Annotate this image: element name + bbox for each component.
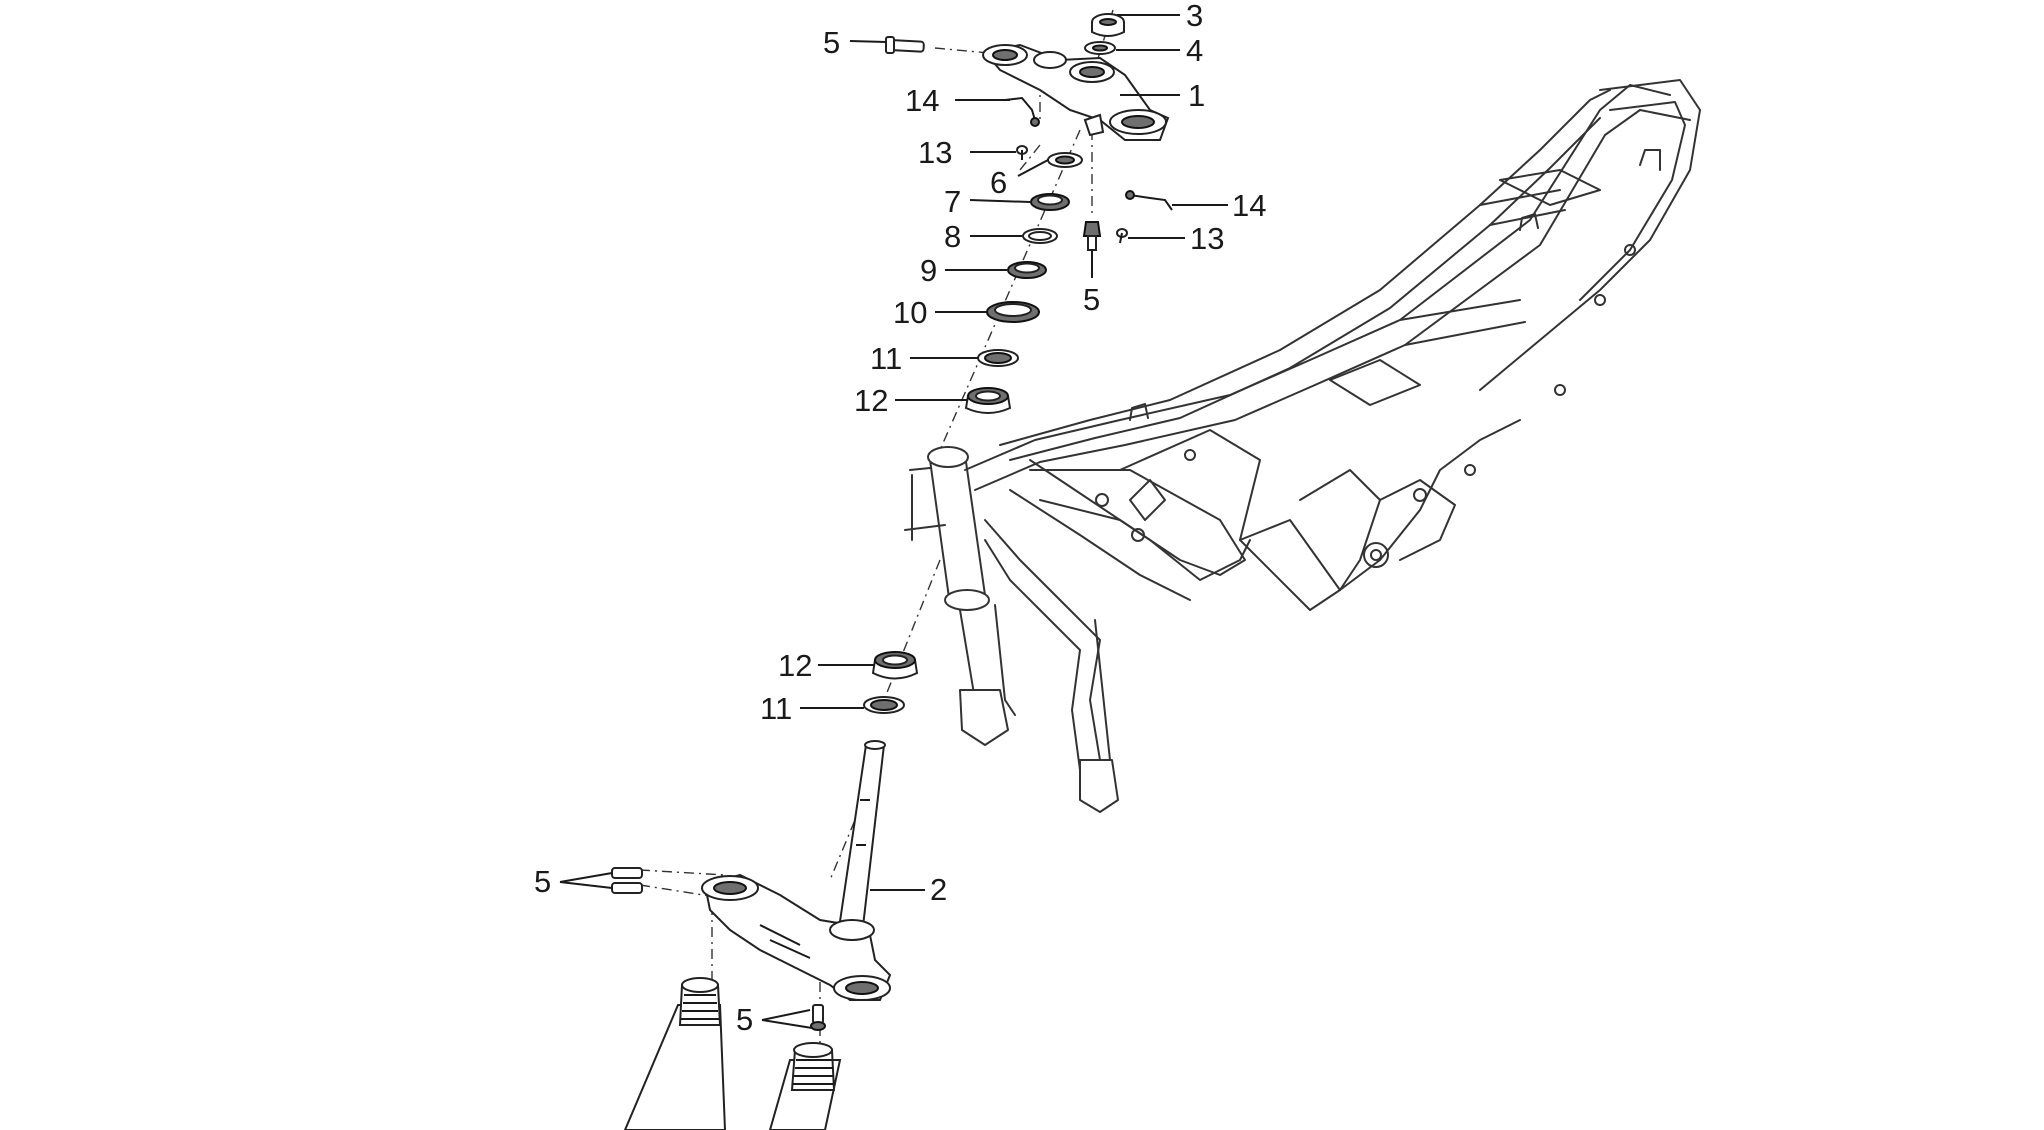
ring-nut-lower-inner xyxy=(1014,262,1040,274)
callout-13-right: 13 xyxy=(1190,221,1224,256)
bolt-icon-center xyxy=(1082,221,1102,251)
motorcycle-frame-icon xyxy=(904,79,1701,813)
callout-labels: 3 4 1 5 14 13 6 7 8 9 10 11 12 14 13 5 1… xyxy=(534,0,1266,1037)
wire-clip-icon xyxy=(1004,96,1036,121)
cap-icon xyxy=(1091,13,1125,37)
screw-icon-right xyxy=(1116,228,1128,244)
lower-triple-clamp-with-stem-icon xyxy=(701,740,892,1001)
callout-2: 2 xyxy=(930,872,947,907)
callout-4: 4 xyxy=(1186,33,1203,68)
dust-seal-inner xyxy=(994,303,1032,317)
wire-clip-icon-right xyxy=(1129,194,1173,211)
callout-12-lower: 12 xyxy=(778,648,812,683)
washer-hole xyxy=(1092,44,1108,52)
callout-14-left: 14 xyxy=(905,83,939,118)
bolt-pair-icon xyxy=(611,867,643,894)
callout-7: 7 xyxy=(944,184,961,219)
nut-hole xyxy=(1055,155,1075,165)
callout-11-lower: 11 xyxy=(760,691,792,726)
ring-nut-inner xyxy=(1037,194,1063,206)
bearing-race-inner xyxy=(984,352,1012,364)
callout-11-upper: 11 xyxy=(870,341,902,376)
callout-12-upper: 12 xyxy=(854,383,888,418)
bearing-bore xyxy=(975,390,1001,402)
upper-triple-clamp-icon xyxy=(982,43,1170,141)
callout-13-left: 13 xyxy=(918,135,952,170)
bearing-lower-bore xyxy=(882,654,908,666)
lock-washer-inner xyxy=(1028,231,1052,241)
callout-5-lower: 5 xyxy=(736,1002,753,1037)
fork-tube-icon xyxy=(623,977,842,1130)
bolt-icon-lower xyxy=(810,1004,826,1031)
callout-3: 3 xyxy=(1186,0,1203,33)
callout-6: 6 xyxy=(990,165,1007,200)
wire-clip-end-right xyxy=(1125,190,1135,200)
leader-lines xyxy=(559,14,1228,1029)
callout-5-left: 5 xyxy=(534,864,551,899)
callout-5-top: 5 xyxy=(823,25,840,60)
callout-14-right: 14 xyxy=(1232,188,1266,223)
wire-clip-end xyxy=(1030,117,1040,127)
callout-8: 8 xyxy=(944,219,961,254)
callout-10: 10 xyxy=(893,295,927,330)
callout-5-center: 5 xyxy=(1083,282,1100,317)
screw-icon xyxy=(1016,145,1028,160)
bearing-race-lower-inner xyxy=(870,699,898,711)
bearing-stack xyxy=(863,152,1083,714)
callout-9: 9 xyxy=(920,253,937,288)
bolt-icon xyxy=(885,36,925,54)
callout-1: 1 xyxy=(1188,78,1205,113)
